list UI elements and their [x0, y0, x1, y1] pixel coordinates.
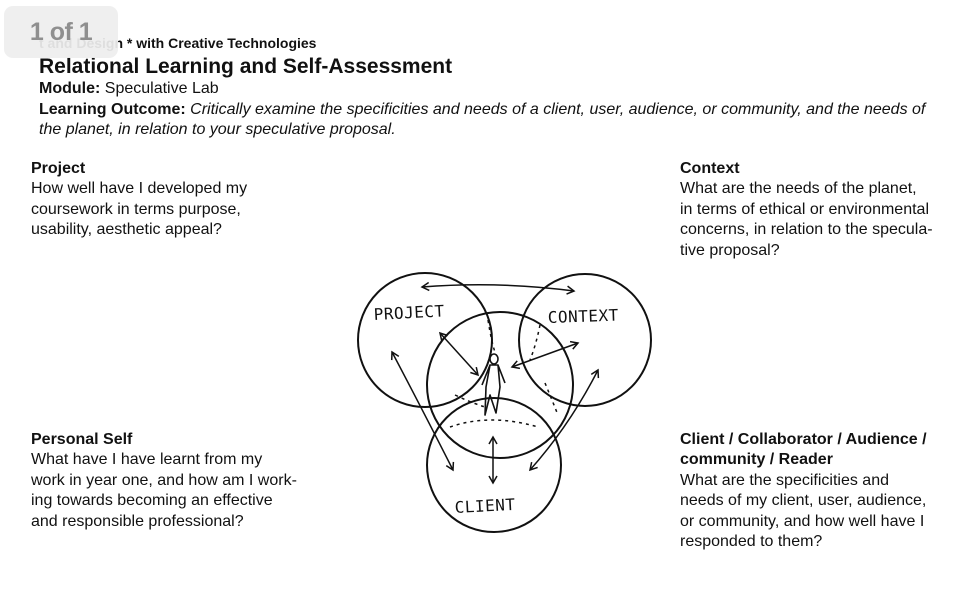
module-label: Module:	[39, 80, 101, 97]
context-label: CONTEXT	[547, 306, 619, 327]
learning-outcome: Learning Outcome: Critically examine the…	[39, 100, 939, 140]
context-circle	[518, 273, 652, 407]
module-value: Speculative Lab	[104, 80, 219, 97]
context-question: What are the needs of the planet, in ter…	[680, 180, 933, 259]
personal-self-block: Personal Self What have I have learnt fr…	[31, 430, 331, 532]
learning-outcome-label: Learning Outcome:	[39, 101, 186, 118]
document-title: Relational Learning and Self-Assessment	[39, 55, 453, 78]
project-heading: Project	[31, 160, 86, 177]
module-line: Module: Speculative Lab	[39, 80, 219, 98]
personal-self-question: What have I have learnt from my work in …	[31, 451, 297, 530]
relation-arrows	[390, 281, 600, 485]
project-self-arrow	[438, 331, 480, 377]
client-heading: Client / Collaborator / Audience / commu…	[680, 431, 927, 469]
overlap-dotted-lines	[449, 319, 559, 428]
personal-self-heading: Personal Self	[31, 431, 133, 448]
context-client-arrow	[528, 368, 600, 472]
context-block: Context What are the needs of the planet…	[680, 159, 970, 261]
project-circle	[357, 272, 493, 408]
context-self-arrow	[510, 340, 580, 370]
project-label: PROJECT	[373, 301, 445, 324]
client-question: What are the specificities and needs of …	[680, 471, 927, 551]
project-question: How well have I developed my coursework …	[31, 180, 248, 239]
venn-diagram-svg: PROJECT CONTEXT CLIENT	[357, 272, 652, 533]
client-block: Client / Collaborator / Audience / commu…	[680, 430, 970, 552]
page-indicator-badge[interactable]: 1 of 1	[4, 6, 118, 58]
learning-outcome-text: Critically examine the specificities and…	[39, 101, 926, 138]
project-block: Project How well have I developed my cou…	[31, 159, 331, 241]
relational-venn-diagram: PROJECT CONTEXT CLIENT	[340, 255, 670, 555]
project-client-arrow	[390, 350, 455, 472]
project-context-arrow	[420, 281, 576, 295]
context-heading: Context	[680, 160, 740, 177]
person-figure-icon	[481, 353, 506, 416]
client-label: CLIENT	[454, 495, 516, 517]
